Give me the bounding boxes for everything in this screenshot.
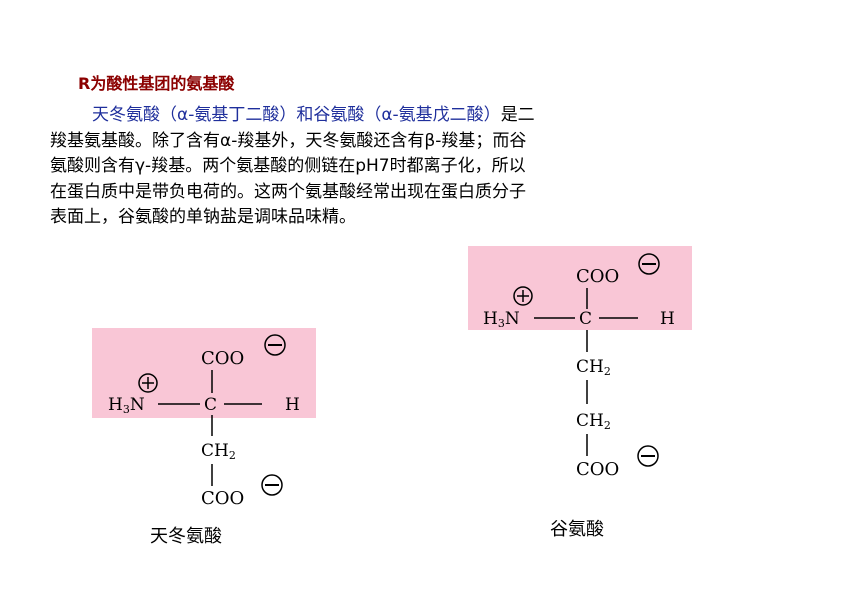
aspartate-alpha-carbon: C: [204, 395, 217, 415]
paragraph-line-2: 羧基氨基酸。除了含有α-羧基外，天冬氨酸还含有β-羧基；而谷: [50, 130, 527, 151]
glutamate-alpha-carbon: C: [579, 309, 592, 329]
paragraph-line-3: 氨酸则含有γ-羧基。两个氨基酸的侧链在pH7时都离子化，所以: [50, 156, 526, 176]
glutamate-ch2-first: CH2: [576, 357, 611, 378]
aspartate-coo-top: COO: [201, 348, 244, 369]
description-paragraph: 天冬氨酸（α-氨基丁二酸）和谷氨酸（α-氨基戊二酸）是二 羧基氨基酸。除了含有α…: [50, 103, 810, 231]
aspartate-side-hydrogen: H: [285, 395, 300, 415]
glutamate-amine-group: H3N: [483, 309, 520, 330]
glutamate-coo-bottom: COO: [576, 459, 619, 480]
aspartate-coo-bottom: COO: [201, 488, 244, 509]
paragraph-line-5: 表面上，谷氨酸的单钠盐是调味品味精。: [50, 207, 356, 227]
aspartate-caption: 天冬氨酸: [150, 526, 222, 547]
aspartate-amine-group: H3N: [108, 395, 145, 416]
glutamate-structure: COO H3N C H CH2 CH2 COO: [468, 246, 692, 480]
glutamate-coo-bottom-minus-icon: [637, 445, 659, 467]
glutamate-ch2-second: CH2: [576, 411, 611, 432]
glutamate-highlight-box: [468, 246, 692, 330]
glutamate-caption: 谷氨酸: [550, 519, 604, 540]
aspartate-coo-top-minus-icon: [264, 334, 286, 356]
aspartate-amine-plus-icon: [138, 373, 158, 393]
glutamate-coo-top: COO: [576, 266, 619, 287]
section-heading: R为酸性基团的氨基酸: [78, 74, 235, 93]
aspartate-structure: COO H3N C H CH2 COO: [92, 328, 316, 509]
aspartate-ch2: CH2: [201, 441, 236, 462]
glutamate-coo-top-minus-icon: [638, 253, 660, 275]
paragraph-line-4: 在蛋白质中是带负电荷的。这两个氨基酸经常出现在蛋白质分子: [50, 181, 526, 202]
glutamate-amine-plus-icon: [513, 286, 533, 306]
paragraph-line-1: 天冬氨酸（α-氨基丁二酸）和谷氨酸（α-氨基戊二酸）是二: [50, 103, 810, 129]
paragraph-line-1-rest: 是二: [500, 105, 535, 125]
glutamate-side-hydrogen: H: [660, 309, 675, 329]
paragraph-line-1-blue: 天冬氨酸（α-氨基丁二酸）和谷氨酸（α-氨基戊二酸）: [92, 105, 501, 125]
aspartate-highlight-box: [92, 328, 316, 418]
aspartate-coo-bottom-minus-icon: [261, 474, 283, 496]
